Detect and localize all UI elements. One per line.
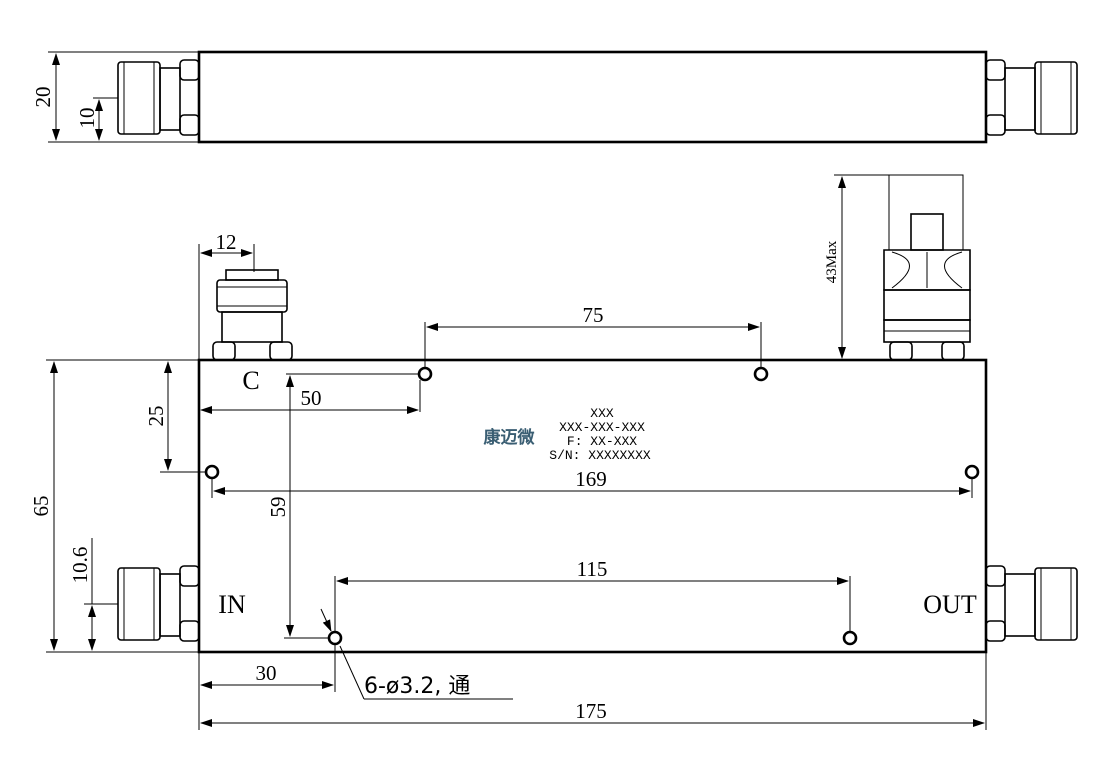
dim-side-connector-center: 10 xyxy=(75,108,99,129)
mounting-hole xyxy=(842,630,858,646)
top-view: 43Max 12 75 C 50 25 65 xyxy=(29,174,1078,730)
label-plate: 康迈微 XXX XXX-XXX-XXX F: XX-XXX S/N: XXXXX… xyxy=(484,406,651,463)
label-plate-line1: XXX xyxy=(590,406,614,421)
dim-connector-width: 12 xyxy=(216,230,237,254)
port-label-coupled: C xyxy=(242,366,259,395)
dim-max-height: 43Max xyxy=(824,240,840,283)
dim-side-hole-span: 169 xyxy=(575,467,607,491)
coupled-port-connector xyxy=(212,269,293,361)
label-plate-line4: S/N: XXXXXXXX xyxy=(549,448,651,463)
label-plate-line2: XXX-XXX-XXX xyxy=(559,420,645,435)
dim-side-height: 20 xyxy=(31,87,55,108)
dim-c-offset-y: 25 xyxy=(144,406,168,427)
input-port-connector xyxy=(117,565,200,642)
brand-logo: 康迈微 xyxy=(484,427,536,448)
top-view-body xyxy=(197,358,988,654)
dim-overall-length: 175 xyxy=(575,699,607,723)
side-view: 20 10 xyxy=(31,50,1078,144)
mounting-hole xyxy=(327,630,343,646)
dim-top-spacing: 75 xyxy=(583,303,604,327)
dim-bottom-spacing: 115 xyxy=(577,557,608,581)
dim-hole-vertical: 59 xyxy=(266,497,290,518)
output-port-connector xyxy=(985,565,1078,642)
side-right-connector xyxy=(985,59,1078,136)
port-label-input: IN xyxy=(218,590,246,619)
mounting-hole xyxy=(964,464,980,480)
load-connector xyxy=(883,174,971,361)
dim-bottom-offset: 30 xyxy=(256,661,277,685)
hole-callout: 6-ø3.2, 通 xyxy=(364,674,470,699)
dim-c-offset-x: 50 xyxy=(301,386,322,410)
side-view-body xyxy=(197,50,988,144)
label-plate-line3: F: XX-XXX xyxy=(567,434,637,449)
mounting-hole xyxy=(204,464,220,480)
dim-port-offset: 10.6 xyxy=(68,547,92,584)
mounting-hole xyxy=(417,366,433,382)
side-left-connector xyxy=(117,59,200,136)
port-label-output: OUT xyxy=(923,590,977,619)
mounting-hole xyxy=(753,366,769,382)
dim-overall-height: 65 xyxy=(29,496,53,517)
